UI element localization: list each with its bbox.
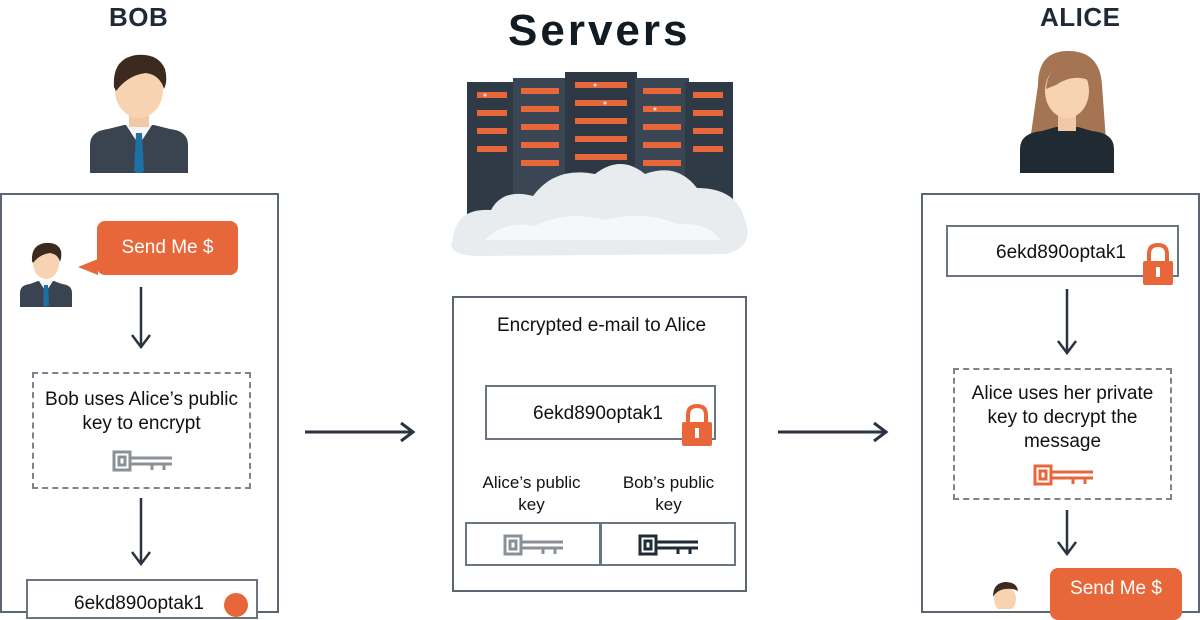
alice-avatar <box>1016 45 1118 173</box>
alice-public-key-box <box>465 522 601 566</box>
alice-label: ALICE <box>1040 2 1121 32</box>
bubble-tail <box>78 259 98 275</box>
center-cipher-box: 6ekd890optak1 <box>485 385 716 440</box>
servers-illustration <box>445 70 755 280</box>
right-cipher-text: 6ekd890optak1 <box>996 242 1126 263</box>
send-me-bubble: Send Me $ <box>97 221 238 275</box>
bob-key-label: Bob’s public key <box>622 473 715 514</box>
bob-public-key-icon <box>638 534 700 556</box>
bob-label: BOB <box>109 2 169 32</box>
center-cipher-text: 6ekd890optak1 <box>533 403 663 424</box>
send-me-text: Send Me $ <box>121 237 214 258</box>
left-cipher-text: 6ekd890optak1 <box>74 593 204 614</box>
received-message-bubble: Send Me $ <box>1050 568 1182 620</box>
alice-public-key-icon <box>503 534 565 556</box>
arrow-down-4 <box>1056 510 1078 556</box>
arrow-right-1 <box>305 421 417 443</box>
alice-panel: 6ekd890optak1 Alice uses her private key… <box>921 193 1200 620</box>
encrypted-email-heading: Encrypted e-mail to Alice <box>496 315 707 336</box>
arrow-down-2 <box>130 498 152 566</box>
alice-key-label: Alice’s public key <box>482 473 581 514</box>
received-message-text: Send Me $ <box>1070 578 1162 599</box>
right-cipher-box: 6ekd890optak1 <box>946 225 1179 277</box>
servers-title: Servers <box>508 6 691 55</box>
arrow-down-1 <box>130 287 152 351</box>
left-lock-icon <box>224 593 248 617</box>
grey-key-icon <box>112 450 174 472</box>
arrow-down-3 <box>1056 289 1078 355</box>
decrypt-step-text: Alice uses her private key to decrypt th… <box>971 383 1154 452</box>
bob-panel: Send Me $ Bob uses Alice’s public key to… <box>0 193 279 619</box>
decrypt-step-box: Alice uses her private key to decrypt th… <box>953 368 1172 500</box>
bob-bottom-avatar <box>985 579 1025 609</box>
bob-avatar <box>88 45 190 173</box>
arrow-right-2 <box>778 421 890 443</box>
bob-public-key-box <box>600 522 736 566</box>
encrypted-email-panel: Encrypted e-mail to Alice 6ekd890optak1 … <box>452 296 747 592</box>
bob-small-avatar <box>18 237 74 307</box>
right-lock-icon <box>1141 243 1175 285</box>
encrypt-step-text: Bob uses Alice’s public key to encrypt <box>45 389 238 434</box>
center-lock-icon <box>680 404 714 446</box>
encrypt-step-box: Bob uses Alice’s public key to encrypt <box>32 372 251 489</box>
left-cipher-box: 6ekd890optak1 <box>26 579 258 619</box>
orange-private-key-icon <box>1033 464 1095 486</box>
